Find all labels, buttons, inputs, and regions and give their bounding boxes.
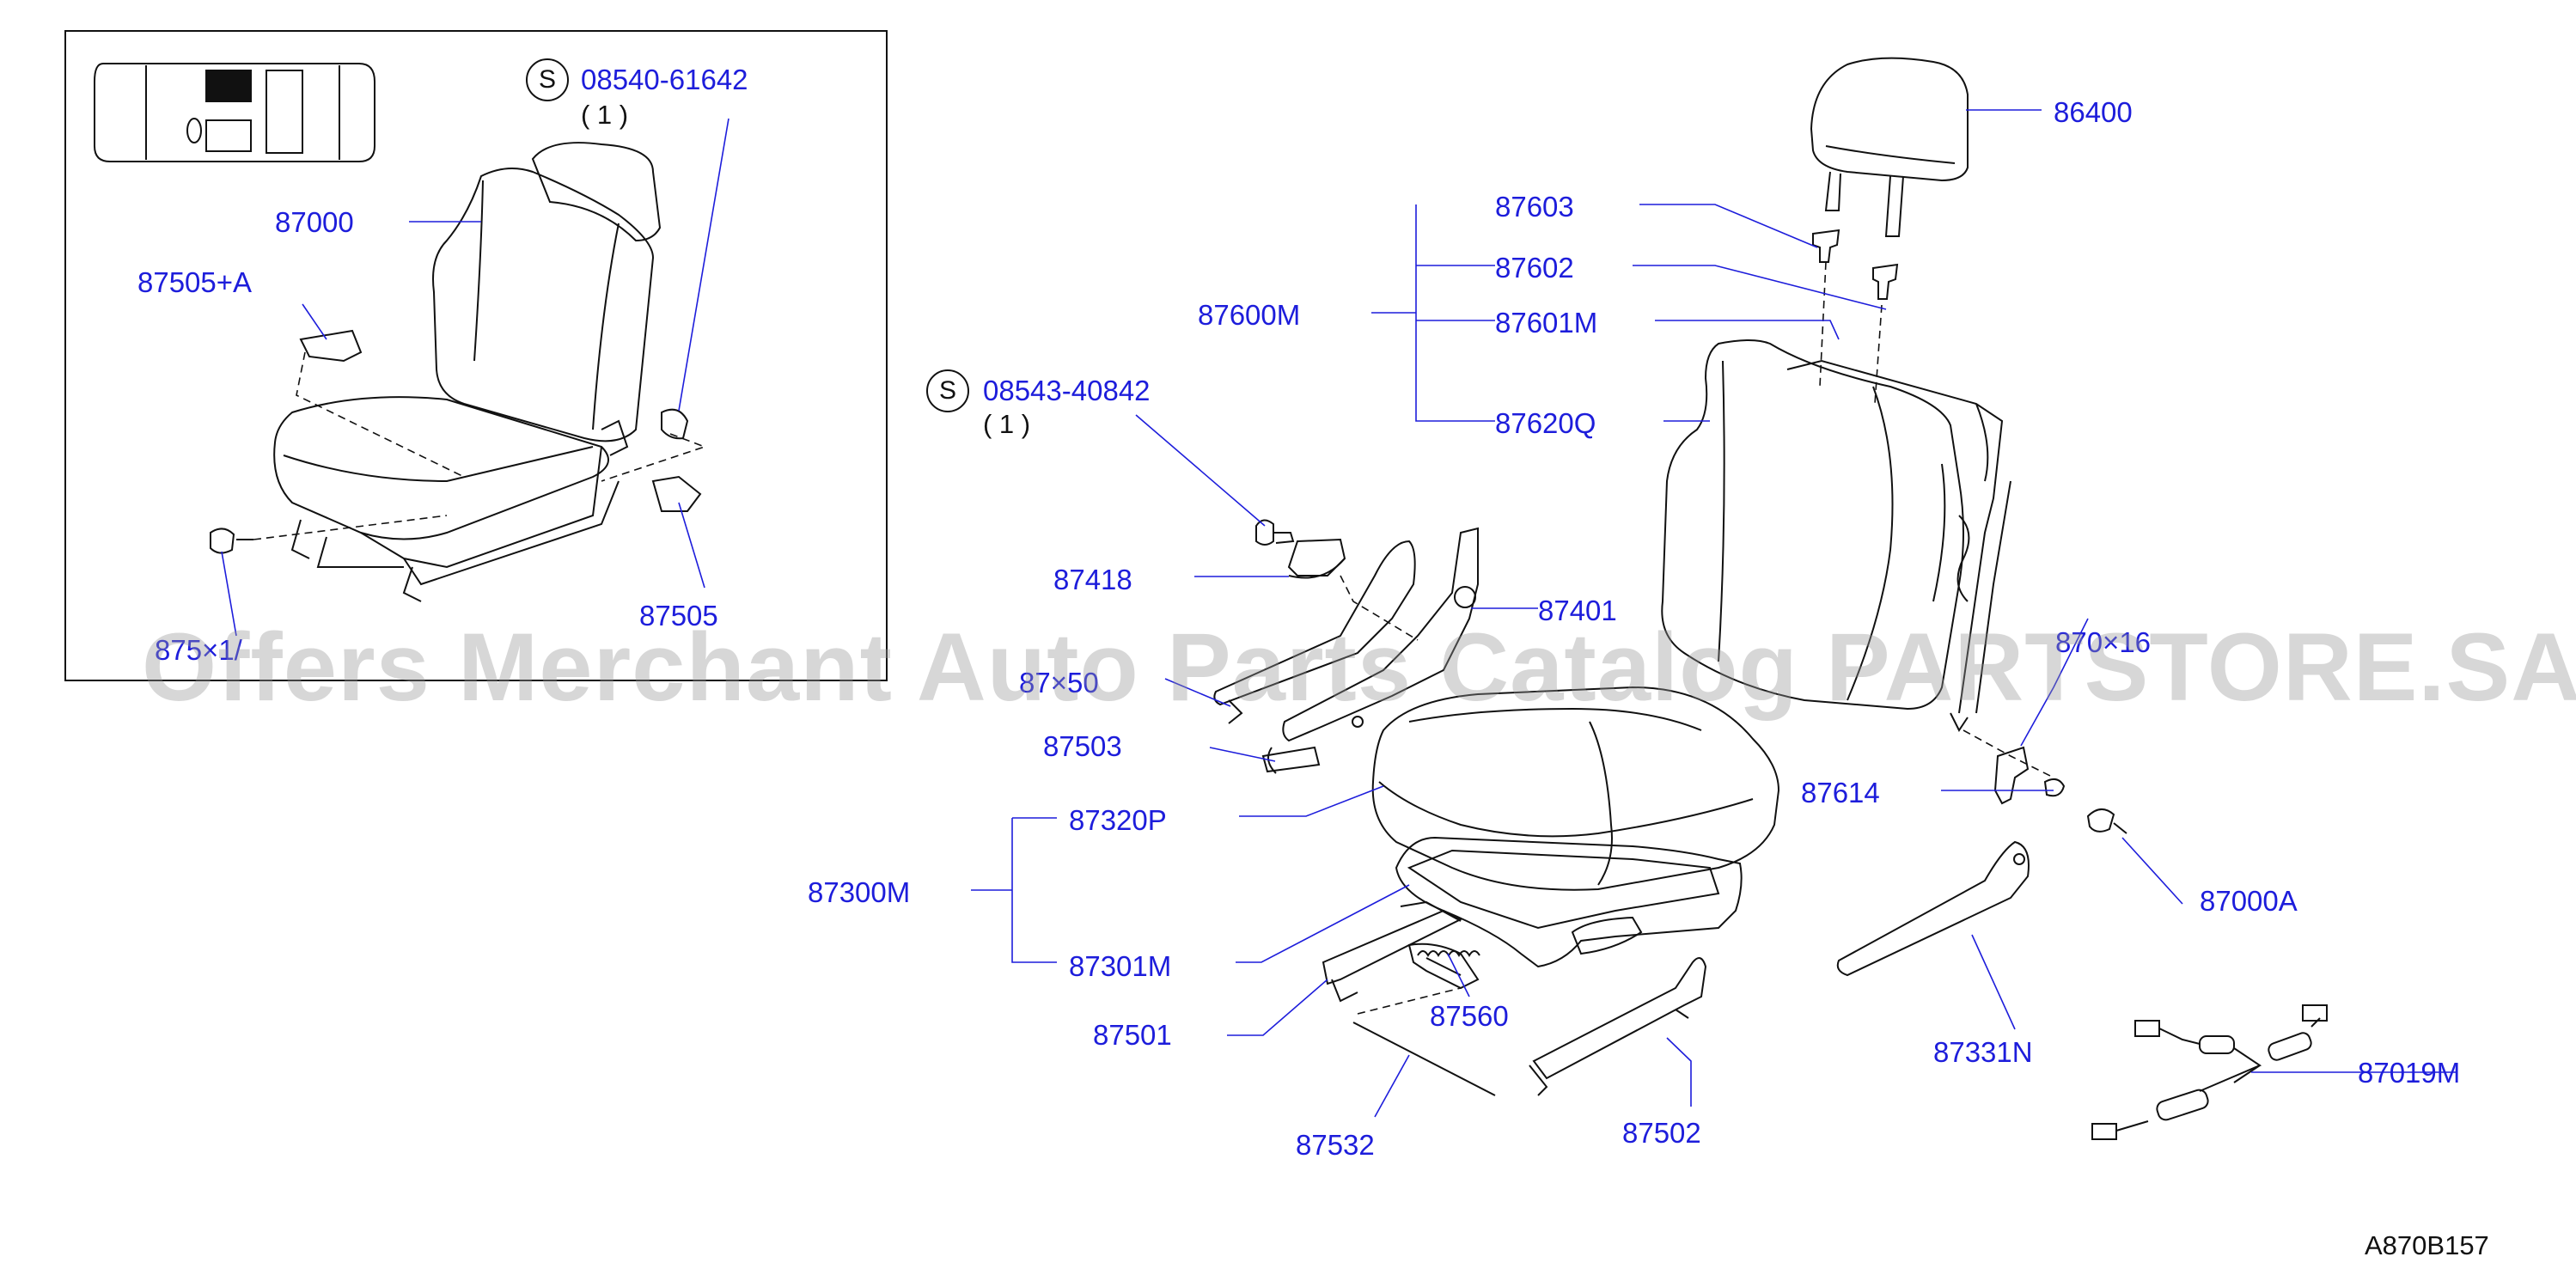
vehicle-location-icon [94, 63, 375, 162]
wire-87532 [1352, 1022, 1496, 1096]
part-label-87016[interactable]: 870×16 [2055, 626, 2152, 658]
watermark: Offers Merchant Auto Parts Catalog PARTS… [142, 613, 2576, 721]
recliner-dashed [1340, 575, 1419, 641]
cushion-frame-drawing [1395, 836, 1743, 968]
harness-drawing [2091, 1004, 2328, 1140]
part-label-87603[interactable]: 87603 [1495, 191, 1574, 223]
bracket-drawing [1993, 746, 2127, 834]
part-label-87505[interactable]: 87505 [639, 600, 718, 631]
part-label-87602[interactable]: 87602 [1495, 252, 1574, 284]
inset-frame [64, 30, 888, 681]
part-label-87505a[interactable]: 87505+A [137, 266, 253, 298]
part-label-87331n[interactable]: 87331N [1933, 1036, 2033, 1068]
part-label-87301m[interactable]: 87301M [1069, 950, 1172, 982]
leader-lines [971, 109, 2457, 1118]
inset-leaders [221, 118, 729, 637]
part-label-87501[interactable]: 87501 [1093, 1019, 1172, 1051]
part-label-87600m[interactable]: 87600M [1198, 299, 1301, 331]
part-label-87532[interactable]: 87532 [1296, 1129, 1375, 1161]
part-label-08543-40842[interactable]: 08543-40842 [983, 375, 1151, 406]
part-label-86400[interactable]: 86400 [2054, 96, 2133, 128]
seat-back-dashed [1819, 261, 2054, 778]
quantity-note: ( 1 ) [581, 100, 629, 130]
part-label-87620q[interactable]: 87620Q [1495, 407, 1596, 439]
guide-drawings [1812, 229, 1899, 300]
part-label-87300m[interactable]: 87300M [808, 876, 911, 908]
part-label-87601m[interactable]: 87601M [1495, 307, 1598, 339]
headrest-drawing [1810, 57, 1969, 237]
part-label-87418[interactable]: 87418 [1053, 564, 1132, 595]
part-label-87560[interactable]: 87560 [1430, 1000, 1509, 1032]
part-label-87x50[interactable]: 87×50 [1019, 667, 1099, 699]
part-label-87000[interactable]: 87000 [275, 206, 354, 238]
rail-dashed [1357, 987, 1462, 1015]
s-symbol-icon: S [526, 58, 569, 101]
seat-back-drawing [1661, 339, 2011, 732]
part-label-87401[interactable]: 87401 [1538, 595, 1617, 626]
part-label-87320p[interactable]: 87320P [1069, 804, 1167, 836]
s-symbol-icon: S [926, 369, 969, 412]
side-cover-drawing [1836, 840, 2030, 977]
quantity-note: ( 1 ) [983, 409, 1031, 439]
part-label-87503[interactable]: 87503 [1043, 730, 1122, 762]
slide-rail-drawing [1322, 900, 1480, 1003]
inset-dashed-lines [253, 351, 707, 540]
lower-rail-drawing [1529, 957, 1707, 1096]
part-label-8750x[interactable]: 875×1/ [155, 634, 242, 666]
part-label-08540-61642[interactable]: 08540-61642 [581, 64, 748, 95]
diagram-code: A870B157 [2365, 1230, 2489, 1260]
part-label-87000a[interactable]: 87000A [2200, 885, 2298, 917]
part-label-87502[interactable]: 87502 [1622, 1117, 1701, 1149]
bolt-08543-drawing [1255, 519, 1295, 546]
seat-cushion-drawing [1371, 686, 1780, 891]
part-label-87614[interactable]: 87614 [1801, 777, 1880, 808]
part-label-87019m[interactable]: 87019M [2358, 1057, 2461, 1089]
